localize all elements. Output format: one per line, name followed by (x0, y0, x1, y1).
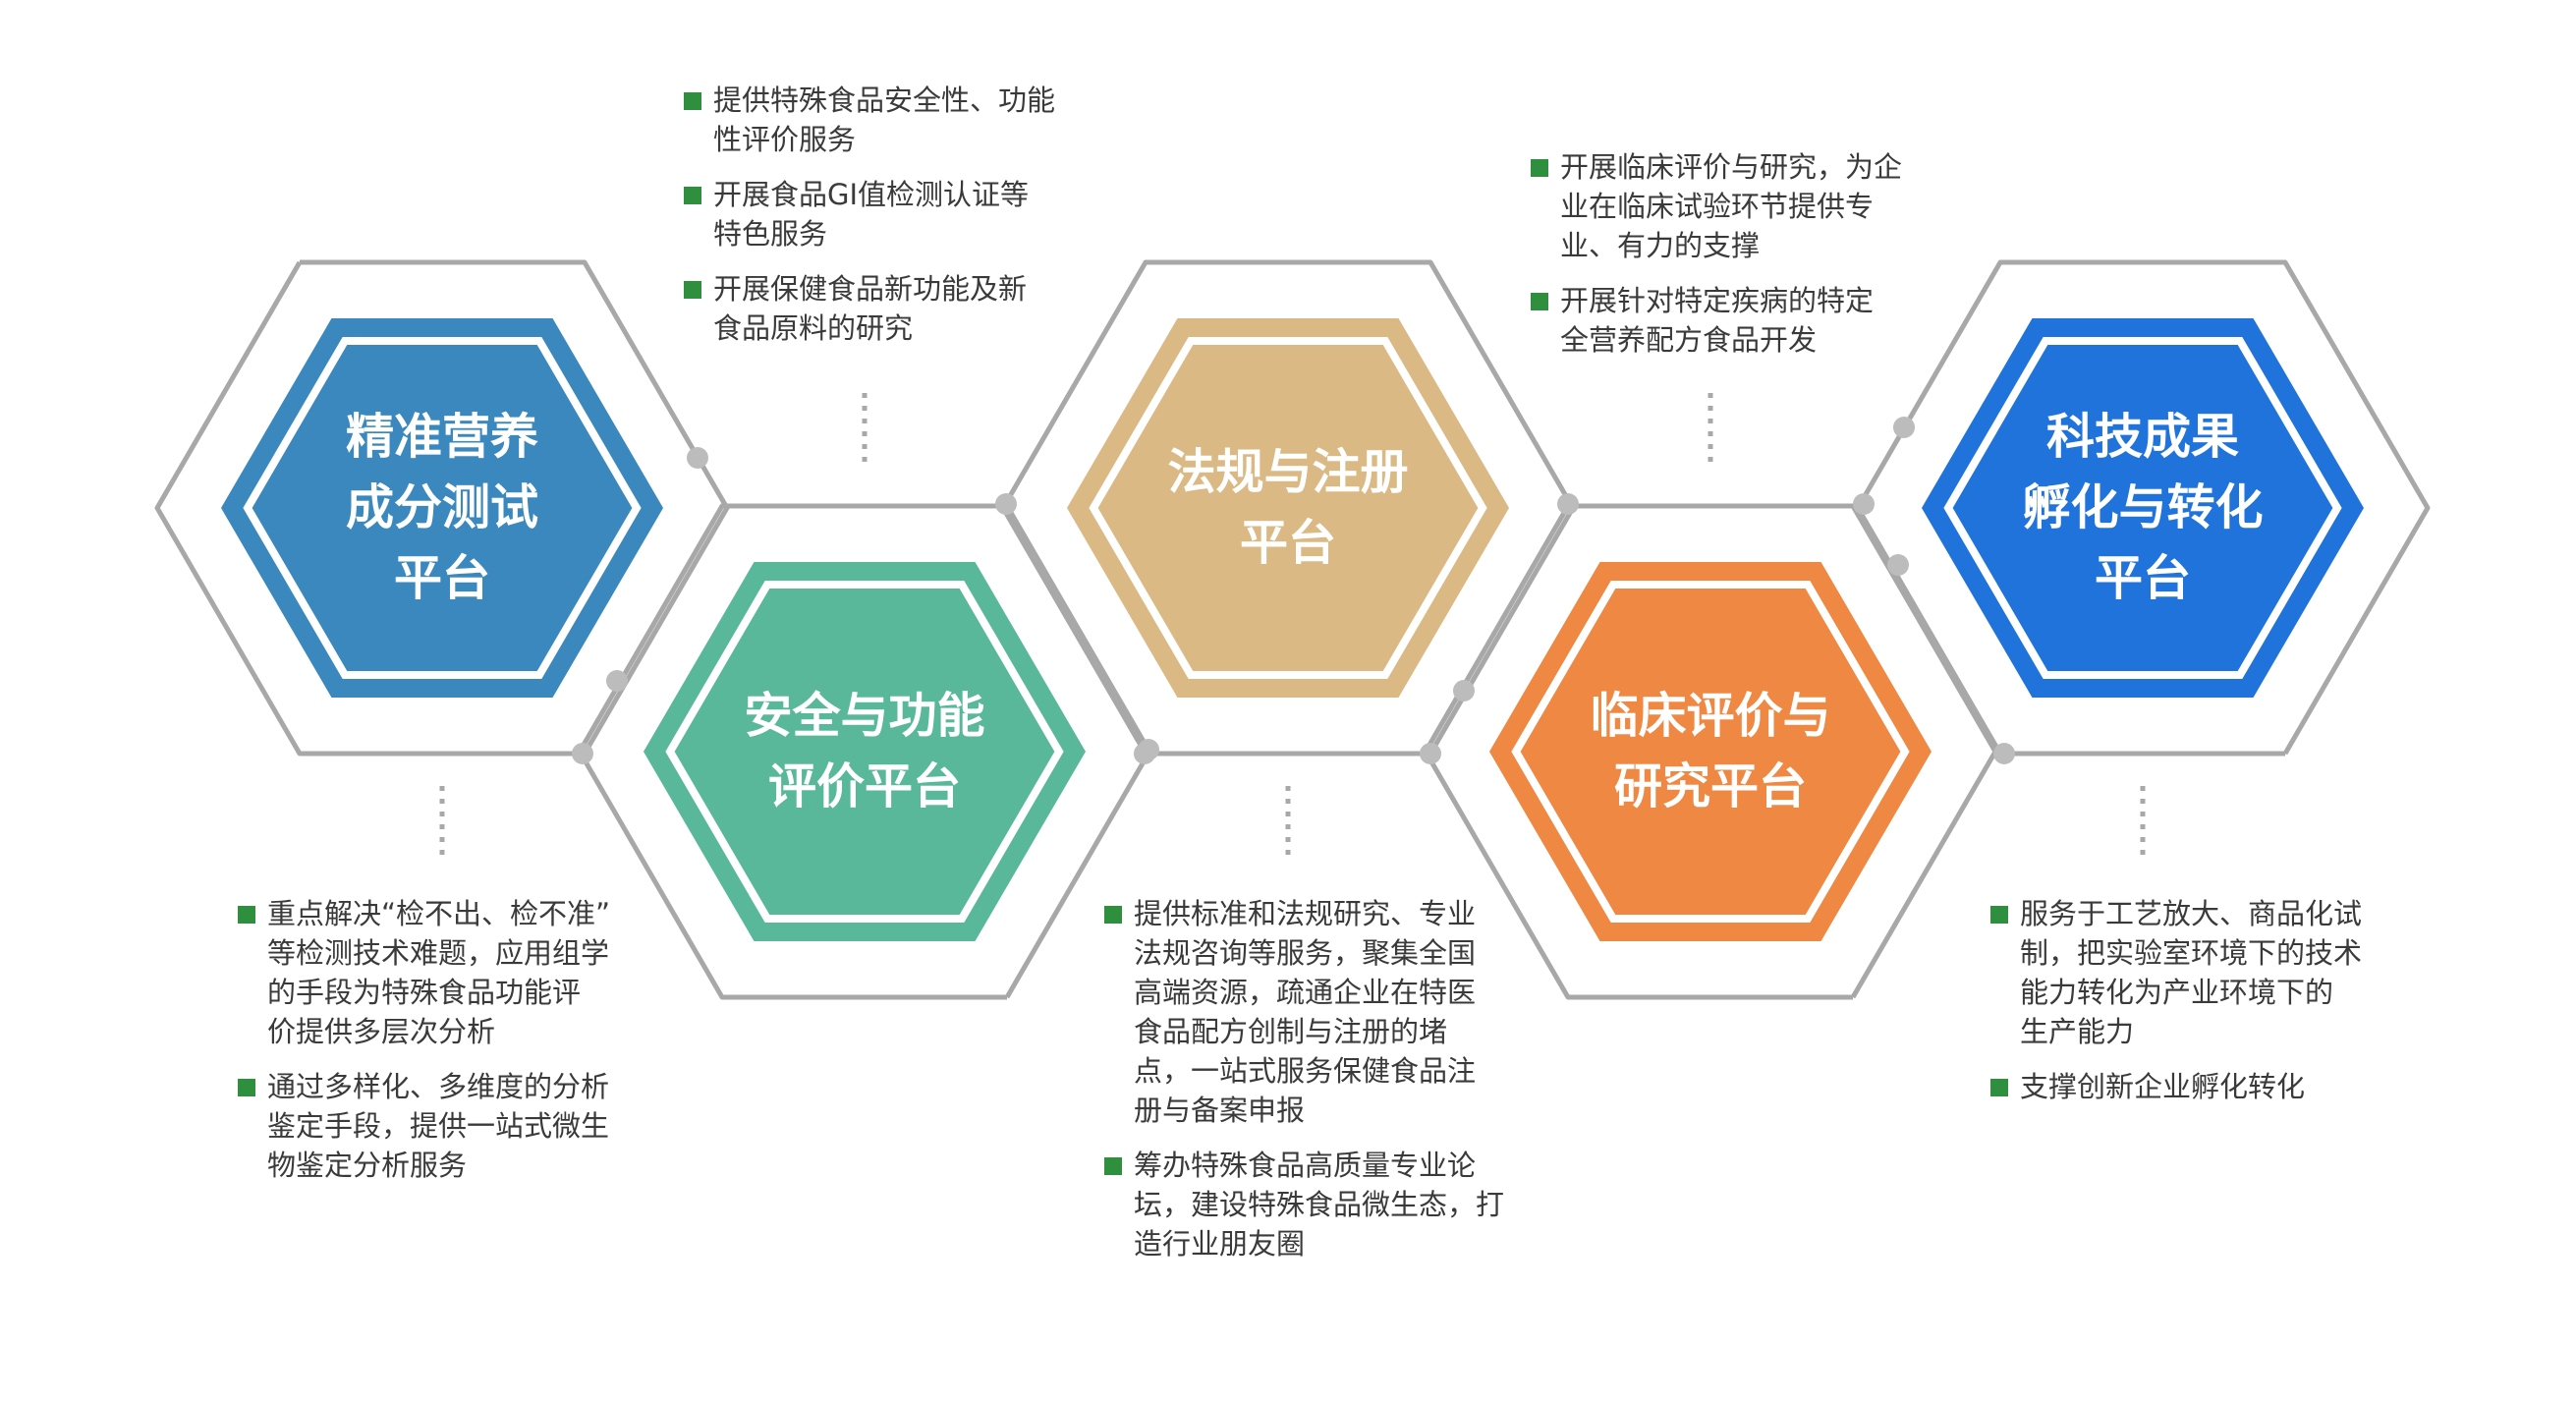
list-item: 开展食品GI值检测认证等 特色服务 (684, 175, 1096, 253)
bullet-icon (1531, 293, 1548, 310)
hexagon-inner-border (1089, 337, 1487, 679)
item-text: 筹办特殊食品高质量专业论 坛，建设特殊食品微生态，打 造行业朋友圈 (1134, 1149, 1505, 1261)
list-item: 开展保健食品新功能及新 食品原料的研究 (684, 269, 1096, 348)
connector-dot (1853, 493, 1875, 515)
item-text: 开展针对特定疾病的特定 全营养配方食品开发 (1560, 284, 1875, 357)
connector-dot (687, 447, 708, 469)
bullet-icon (238, 906, 255, 924)
connector-dot (995, 493, 1017, 515)
title-line: 平台 (2094, 550, 2191, 606)
hexagon-inner-border (665, 581, 1064, 923)
connector-dot (1453, 680, 1475, 702)
connector-dot (1138, 739, 1159, 760)
title-line: 平台 (1239, 515, 1336, 571)
title-line: 精准营养 (345, 409, 538, 465)
description-regulation: 提供标准和法规研究、专业 法规咨询等服务，聚集全国 高端资源，疏通企业在特医 食… (1104, 894, 1537, 1279)
description-incubation: 服务于工艺放大、商品化试 制，把实验室环境下的技术 能力转化为产业环境下的 生产… (1990, 894, 2403, 1122)
title-line: 评价平台 (767, 758, 961, 814)
connector-dot (1887, 554, 1909, 576)
title-line: 研究平台 (1613, 758, 1807, 814)
item-text: 服务于工艺放大、商品化试 制，把实验室环境下的技术 能力转化为产业环境下的 生产… (2020, 897, 2363, 1048)
platform-title-nutrition: 精准营养 成分测试 平台 (255, 402, 629, 614)
item-text: 支撑创新企业孵化转化 (2020, 1070, 2306, 1103)
platform-title-regulation: 法规与注册 平台 (1101, 437, 1475, 579)
bullet-icon (1990, 1079, 2008, 1096)
hexagon-nutrition (221, 318, 663, 698)
description-nutrition: 重点解决“检不出、检不准” 等检测技术难题，应用组学 的手段为特殊食品功能评 价… (238, 894, 650, 1201)
hexagon-incubation (1922, 318, 2364, 698)
platform-title-clinical: 临床评价与 研究平台 (1524, 681, 1897, 822)
item-text: 开展临床评价与研究，为企 业在临床试验环节提供专 业、有力的支撑 (1560, 150, 1903, 262)
hexagon-inner-border (1511, 581, 1910, 923)
bullet-icon (1104, 906, 1122, 924)
title-line: 孵化与转化 (2022, 479, 2264, 535)
bullet-icon (684, 92, 701, 110)
title-line: 成分测试 (345, 479, 538, 535)
list-item: 支撑创新企业孵化转化 (1990, 1067, 2403, 1106)
list-item: 开展临床评价与研究，为企 业在临床试验环节提供专 业、有力的支撑 (1531, 147, 1943, 265)
item-text: 重点解决“检不出、检不准” 等检测技术难题，应用组学 的手段为特殊食品功能评 价… (267, 897, 611, 1048)
bullet-icon (1990, 906, 2008, 924)
platform-title-safety: 安全与功能 评价平台 (678, 681, 1051, 822)
hexagon-safety (644, 562, 1086, 941)
list-item: 提供特殊食品安全性、功能 性评价服务 (684, 81, 1096, 159)
connector-dot (1557, 493, 1579, 515)
bullet-icon (1104, 1157, 1122, 1175)
connector-dot (572, 743, 593, 764)
list-item: 提供标准和法规研究、专业 法规咨询等服务，聚集全国 高端资源，疏通企业在特医 食… (1104, 894, 1537, 1130)
bullet-icon (238, 1079, 255, 1096)
hexagon-clinical (1489, 562, 1932, 941)
title-line: 法规与注册 (1167, 444, 1409, 500)
description-clinical: 开展临床评价与研究，为企 业在临床试验环节提供专 业、有力的支撑 开展针对特定疾… (1531, 147, 1943, 375)
title-line: 科技成果 (2045, 409, 2239, 465)
title-line: 安全与功能 (744, 688, 985, 744)
list-item: 服务于工艺放大、商品化试 制，把实验室环境下的技术 能力转化为产业环境下的 生产… (1990, 894, 2403, 1051)
list-item: 通过多样化、多维度的分析 鉴定手段，提供一站式微生 物鉴定分析服务 (238, 1067, 650, 1185)
connector-dot (606, 670, 628, 692)
item-text: 提供特殊食品安全性、功能 性评价服务 (713, 84, 1056, 156)
item-text: 通过多样化、多维度的分析 鉴定手段，提供一站式微生 物鉴定分析服务 (267, 1070, 610, 1182)
title-line: 平台 (393, 550, 490, 606)
connector-dot (1893, 417, 1915, 438)
description-safety: 提供特殊食品安全性、功能 性评价服务 开展食品GI值检测认证等 特色服务 开展保… (684, 81, 1096, 364)
list-item: 重点解决“检不出、检不准” 等检测技术难题，应用组学 的手段为特殊食品功能评 价… (238, 894, 650, 1051)
hexagon-inner-border (1943, 337, 2342, 679)
hexagon-inner-border (243, 337, 642, 679)
item-text: 提供标准和法规研究、专业 法规咨询等服务，聚集全国 高端资源，疏通企业在特医 食… (1134, 897, 1477, 1127)
list-item: 开展针对特定疾病的特定 全营养配方食品开发 (1531, 281, 1943, 360)
hexagon-regulation (1067, 318, 1509, 698)
bullet-icon (1531, 159, 1548, 177)
connector-dot (1993, 743, 2015, 764)
title-line: 临床评价与 (1590, 688, 1831, 744)
platform-title-incubation: 科技成果 孵化与转化 平台 (1956, 402, 2329, 614)
item-text: 开展食品GI值检测认证等 特色服务 (713, 178, 1030, 251)
bullet-icon (684, 187, 701, 204)
connector-dot (1420, 743, 1441, 764)
bullet-icon (684, 281, 701, 299)
list-item: 筹办特殊食品高质量专业论 坛，建设特殊食品微生态，打 造行业朋友圈 (1104, 1146, 1537, 1263)
item-text: 开展保健食品新功能及新 食品原料的研究 (713, 272, 1028, 345)
